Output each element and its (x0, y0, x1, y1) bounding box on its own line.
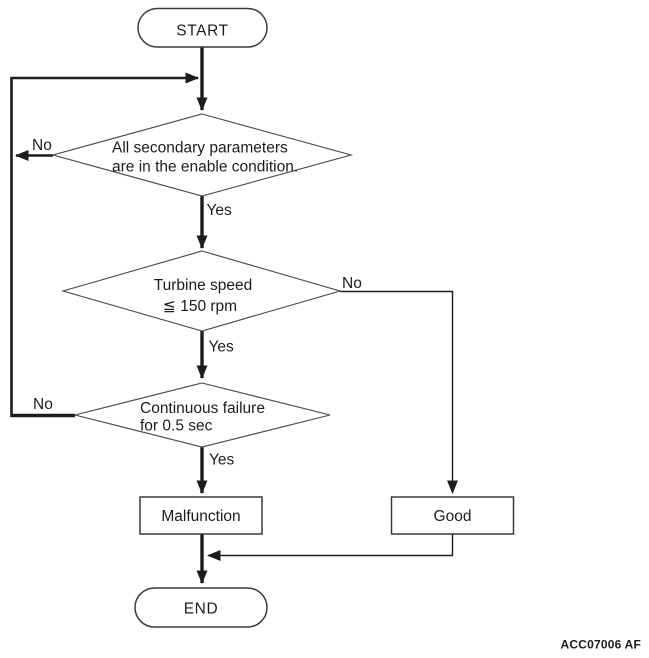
good-node: Good (390, 496, 515, 535)
edge-decision2-no-to-good (340, 290, 458, 494)
decision3-diamond (74, 382, 331, 448)
decision1-line1: All secondary parameters (112, 140, 288, 157)
decision2-line1: Turbine speed (154, 277, 253, 294)
malfunction-node: Malfunction (139, 496, 263, 535)
decision2-line2: ≦ 150 rpm (163, 298, 237, 315)
label-no-decision3: No (33, 396, 53, 413)
label-yes-decision2: Yes (209, 339, 235, 356)
decision1-line2: are in the enable condition. (112, 159, 298, 176)
malfunction-box (139, 496, 263, 535)
good-box (390, 496, 515, 535)
decision1-diamond (50, 113, 354, 197)
label-no-decision1: No (32, 137, 52, 154)
figure-code: ACC07006 AF (561, 638, 641, 652)
start-node: START (137, 7, 268, 48)
end-node: END (134, 587, 268, 628)
decision3-line1: Continuous failure (140, 400, 265, 417)
decision2-diamond (60, 250, 343, 332)
decision-continuous-failure: Continuous failure for 0.5 sec (74, 382, 331, 448)
good-label: Good (434, 508, 472, 525)
end-label: END (184, 601, 219, 618)
start-shape (137, 7, 268, 48)
edge-good-to-end (207, 534, 454, 561)
end-shape (134, 587, 268, 628)
label-yes-decision1: Yes (207, 202, 233, 219)
decision3-line2: for 0.5 sec (140, 418, 213, 435)
malfunction-label: Malfunction (161, 508, 240, 525)
decision-turbine-speed: Turbine speed ≦ 150 rpm (60, 250, 343, 332)
label-no-decision2: No (342, 275, 362, 292)
decision-secondary-parameters: All secondary parameters are in the enab… (50, 113, 354, 197)
edge-loopback-rail (10, 72, 199, 417)
start-label: START (176, 23, 228, 40)
label-yes-decision3: Yes (209, 452, 235, 469)
